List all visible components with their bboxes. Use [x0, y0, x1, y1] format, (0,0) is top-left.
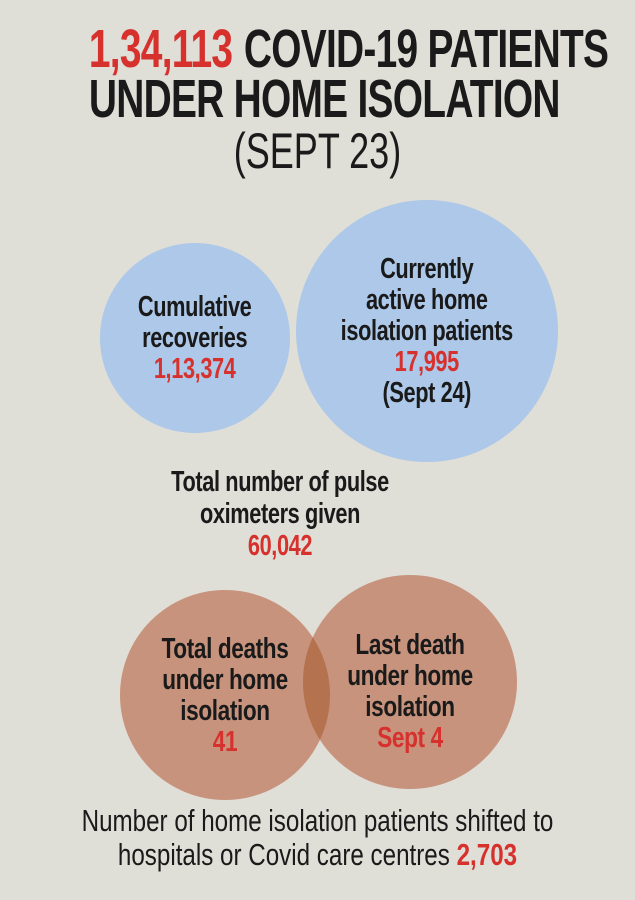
shifted-line2: hospitals or Covid care centres: [117, 837, 450, 872]
active-patients-text: Currently active home isolation patients…: [340, 252, 514, 409]
total-deaths-value: 41: [212, 726, 238, 758]
bubble-cumulative-recoveries: Cumulative recoveries 1,13,374: [100, 243, 290, 433]
deaths-bubbles-graphic: [120, 575, 517, 800]
last-death-value: Sept 4: [377, 722, 443, 754]
title-date: (SEPT 23): [233, 123, 402, 179]
active-label-line3: isolation patients: [340, 314, 514, 347]
shifted-value: 2,703: [456, 837, 518, 872]
active-value: 17,995: [394, 345, 460, 378]
last-death-bubble-shape: [303, 575, 517, 789]
last-death-line1: Last death: [355, 629, 465, 661]
recoveries-value: 1,13,374: [154, 352, 236, 385]
shifted-line2-wrap: hospitals or Covid care centres 2,703: [70, 838, 565, 872]
oximeters-line1: Total number of pulse: [171, 466, 389, 498]
recoveries-label-line1: Cumulative: [138, 290, 252, 323]
active-label-line2: active home: [366, 283, 488, 316]
total-patients-value: 1,34,113: [88, 19, 233, 79]
shifted-note: Number of home isolation patients shifte…: [70, 804, 565, 872]
last-death-line2: under home: [347, 660, 473, 692]
oximeters-note: Total number of pulse oximeters given 60…: [130, 466, 430, 562]
last-death-text: Last death under home isolation Sept 4: [328, 630, 492, 754]
bubble-active-patients: Currently active home isolation patients…: [296, 200, 558, 462]
total-deaths-text: Total deaths under home isolation 41: [143, 634, 307, 758]
recoveries-label-line2: recoveries: [142, 321, 248, 354]
active-label-line1: Currently: [380, 252, 474, 285]
title-line-2: UNDER HOME ISOLATION: [88, 69, 561, 129]
total-deaths-line3: isolation: [180, 695, 270, 727]
total-deaths-bubble-shape: [120, 590, 330, 800]
last-death-line3: isolation: [365, 691, 455, 723]
oximeters-line2: oximeters given: [199, 498, 360, 530]
total-deaths-line2: under home: [162, 664, 288, 696]
oximeters-value: 60,042: [247, 530, 313, 562]
cumulative-recoveries-text: Cumulative recoveries 1,13,374: [138, 290, 252, 385]
active-date: (Sept 24): [382, 376, 472, 409]
shifted-line1: Number of home isolation patients shifte…: [81, 803, 554, 838]
title-line-1-text: COVID-19 PATIENTS: [243, 19, 609, 79]
total-deaths-line1: Total deaths: [161, 633, 289, 665]
